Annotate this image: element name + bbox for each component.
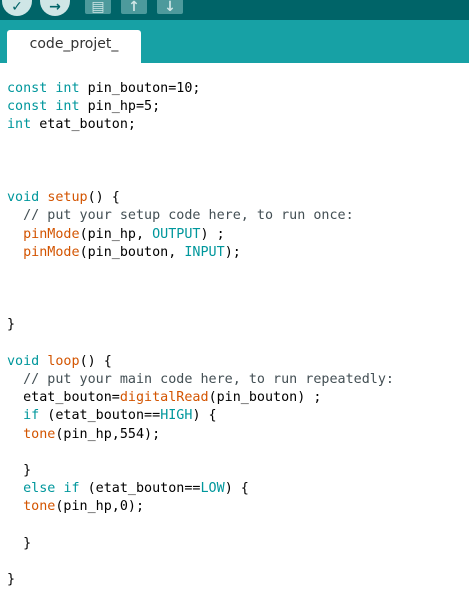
code-line[interactable]: } — [7, 571, 469, 589]
code-line[interactable]: const int pin_hp=5; — [7, 98, 469, 116]
code-token — [7, 499, 23, 514]
code-token: ); — [224, 244, 241, 260]
code-line[interactable]: pinMode(pin_hp, OUTPUT) ; — [7, 226, 469, 244]
code-token: setup — [47, 190, 88, 206]
code-line[interactable] — [7, 517, 469, 535]
code-line[interactable] — [7, 135, 469, 153]
code-token: } — [7, 572, 16, 588]
code-line[interactable]: tone(pin_hp,0); — [7, 498, 469, 516]
tab-label: code_projet_ — [29, 35, 119, 52]
code-token: (pin_hp, — [79, 226, 153, 242]
tab-code-projet[interactable]: code_projet_ — [7, 30, 141, 63]
code-line[interactable] — [7, 171, 469, 189]
upload-button[interactable]: → — [40, 0, 70, 16]
code-token: pin_hp=5; — [79, 99, 161, 115]
new-button[interactable]: ▤ — [85, 0, 111, 15]
code-line[interactable]: // put your setup code here, to run once… — [7, 207, 469, 225]
code-token: pin_bouton=10; — [79, 81, 201, 96]
code-line[interactable]: int etat_bouton; — [7, 116, 469, 134]
code-token: OUTPUT — [152, 226, 201, 242]
open-icon: ↑ — [128, 0, 140, 15]
code-token: ) ; — [200, 226, 225, 242]
code-token: // put your main code here, to run repea… — [7, 372, 394, 387]
code-token — [7, 245, 23, 260]
code-token — [7, 227, 23, 242]
code-token: ) { — [224, 481, 249, 497]
code-line[interactable]: pinMode(pin_bouton, INPUT); — [7, 244, 469, 262]
code-token: digitalRead — [119, 390, 209, 406]
code-token: pinMode — [23, 244, 80, 260]
arrow-right-icon: → — [49, 0, 61, 15]
code-token: pinMode — [23, 226, 80, 242]
code-token: (etat_bouton== — [79, 481, 201, 497]
code-token: tone — [23, 426, 56, 442]
code-token: void — [7, 190, 40, 206]
code-token: const — [7, 81, 48, 96]
code-token — [7, 427, 23, 442]
code-token: int — [55, 81, 80, 96]
code-token: } — [7, 535, 32, 551]
code-line[interactable]: etat_bouton=digitalRead(pin_bouton) ; — [7, 389, 469, 407]
save-icon: ↓ — [164, 0, 176, 15]
code-line[interactable] — [7, 280, 469, 298]
toolbar: ✓ → ▤ ↑ ↓ — [0, 0, 469, 20]
save-button[interactable]: ↓ — [157, 0, 183, 15]
code-line[interactable] — [7, 153, 469, 171]
code-token: const — [7, 99, 48, 115]
code-token: () { — [87, 190, 120, 206]
code-line[interactable]: tone(pin_hp,554); — [7, 426, 469, 444]
open-button[interactable]: ↑ — [121, 0, 147, 15]
code-token: int — [7, 117, 32, 133]
code-token: else — [23, 481, 56, 497]
new-file-icon: ▤ — [91, 0, 105, 15]
code-token: void — [7, 353, 40, 369]
code-token: tone — [23, 499, 56, 515]
code-line[interactable]: } — [7, 316, 469, 334]
code-line[interactable]: } — [7, 462, 469, 480]
code-token: HIGH — [160, 408, 193, 424]
code-line[interactable]: void loop() { — [7, 353, 469, 371]
code-token: (pin_bouton) ; — [208, 390, 322, 406]
code-token: () { — [79, 353, 112, 369]
code-token — [7, 481, 23, 496]
code-line[interactable]: // put your main code here, to run repea… — [7, 371, 469, 389]
tab-bar: code_projet_ — [0, 20, 469, 63]
code-line[interactable] — [7, 335, 469, 353]
code-line[interactable]: void setup() { — [7, 189, 469, 207]
code-token: (pin_hp,0); — [55, 499, 145, 515]
code-token: if — [63, 481, 80, 497]
code-token: etat_bouton= — [7, 390, 120, 406]
code-line[interactable] — [7, 262, 469, 280]
code-token: loop — [47, 353, 80, 369]
code-line[interactable]: } — [7, 535, 469, 553]
code-token: } — [7, 317, 16, 333]
verify-button[interactable]: ✓ — [2, 0, 32, 16]
code-line[interactable]: const int pin_bouton=10; — [7, 80, 469, 98]
code-token: (pin_hp,554); — [55, 426, 161, 442]
code-line[interactable]: if (etat_bouton==HIGH) { — [7, 407, 469, 425]
code-token: (etat_bouton== — [39, 408, 161, 424]
code-line[interactable]: else if (etat_bouton==LOW) { — [7, 480, 469, 498]
code-token: if — [23, 408, 40, 424]
code-line[interactable] — [7, 298, 469, 316]
code-token: // put your setup code here, to run once… — [7, 208, 354, 224]
code-editor[interactable]: const int pin_bouton=10;const int pin_hp… — [7, 80, 469, 589]
code-token: etat_bouton; — [31, 117, 136, 133]
code-token: INPUT — [184, 244, 225, 260]
code-token: } — [7, 462, 32, 478]
code-token: LOW — [200, 481, 225, 497]
code-line[interactable] — [7, 553, 469, 571]
code-token: int — [55, 99, 80, 115]
check-icon: ✓ — [11, 0, 23, 15]
code-token: ) { — [192, 408, 217, 424]
code-token: (pin_bouton, — [79, 244, 185, 260]
code-line[interactable] — [7, 444, 469, 462]
code-token — [7, 408, 23, 423]
